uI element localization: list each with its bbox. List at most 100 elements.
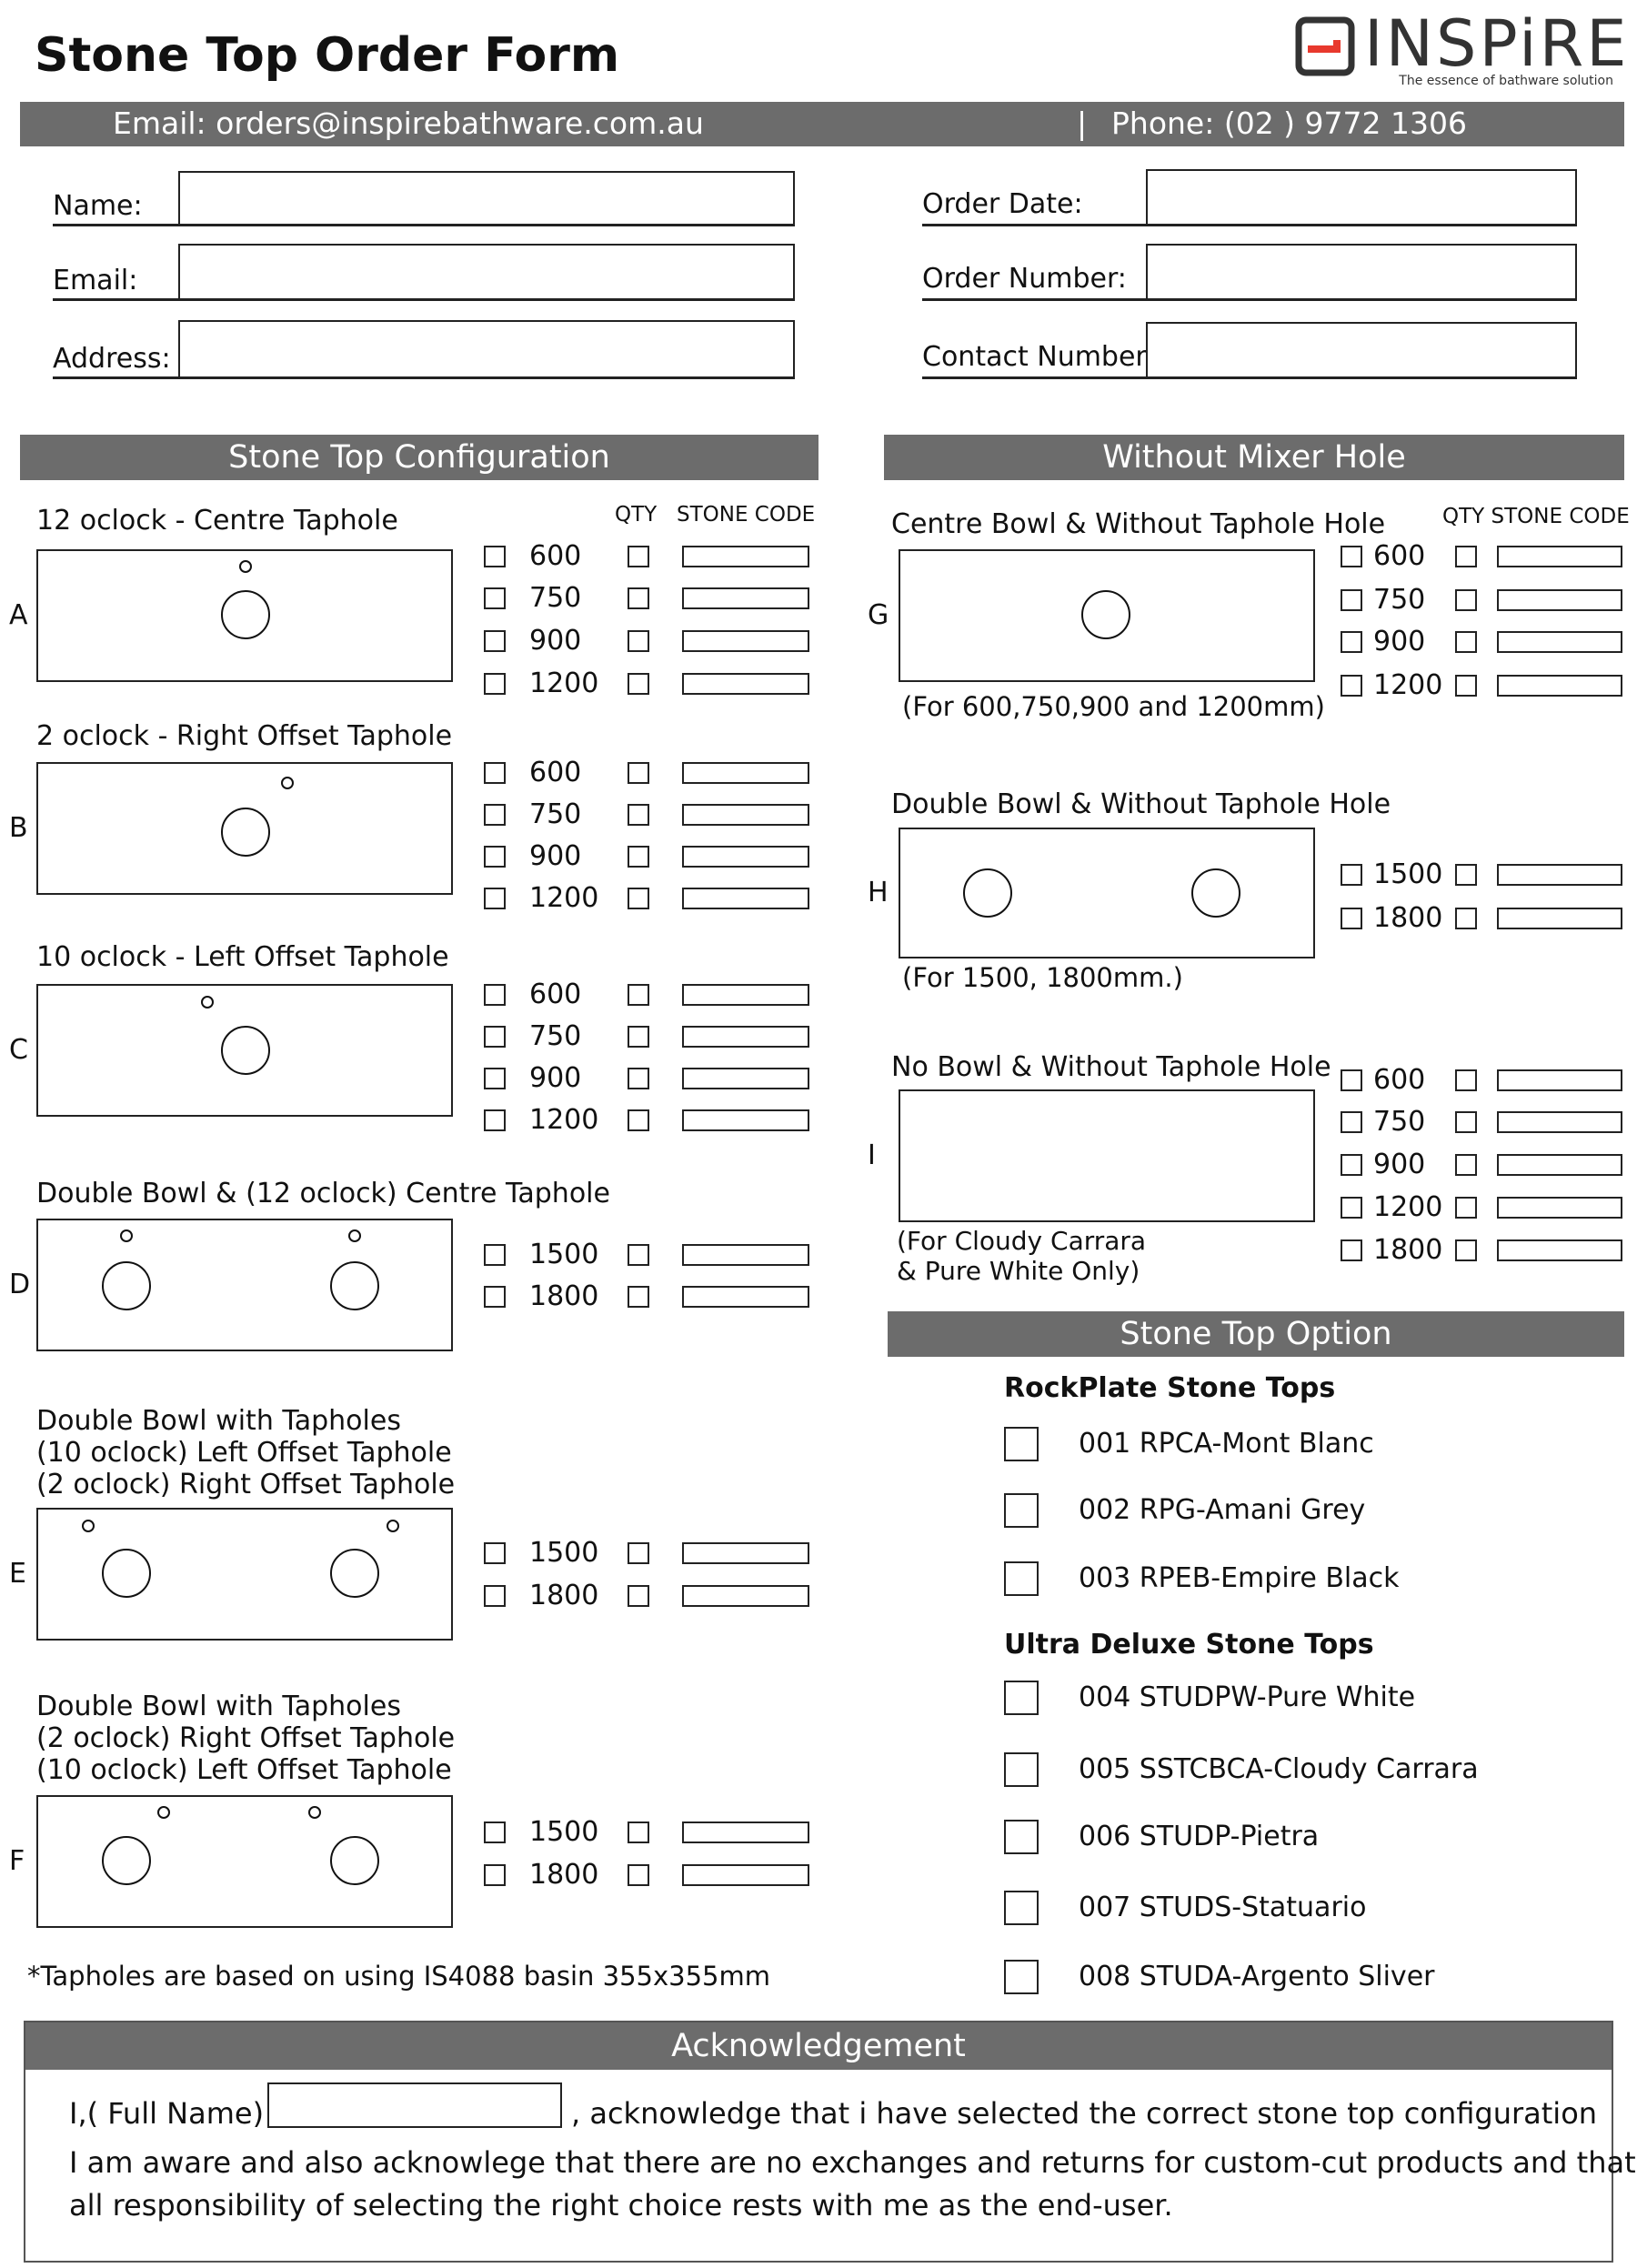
- no-mixer-i-size-1200-stone-code[interactable]: [1497, 1197, 1622, 1219]
- no-mixer-g-size-1200-stone-code[interactable]: [1497, 675, 1622, 697]
- config-b-size-750-stone-code[interactable]: [682, 804, 809, 826]
- no-mixer-i-size-1200-qty[interactable]: [1455, 1197, 1477, 1219]
- config-d-size-1500-checkbox[interactable]: [484, 1244, 506, 1266]
- config-b-size-900-qty[interactable]: [628, 846, 649, 868]
- config-b-size-900-checkbox[interactable]: [484, 846, 506, 868]
- config-e-size-1500-qty[interactable]: [628, 1542, 649, 1564]
- no-mixer-h-size-1500-qty[interactable]: [1455, 864, 1477, 886]
- config-c-size-750-qty[interactable]: [628, 1026, 649, 1048]
- stone-option-checkbox[interactable]: [1004, 1427, 1039, 1461]
- no-mixer-i-size-600-qty[interactable]: [1455, 1069, 1477, 1091]
- config-d-size-1800-checkbox[interactable]: [484, 1286, 506, 1308]
- no-mixer-i-size-750-qty[interactable]: [1455, 1111, 1477, 1133]
- no-mixer-h-size-1800-qty[interactable]: [1455, 908, 1477, 929]
- config-e-size-1800-qty[interactable]: [628, 1585, 649, 1607]
- config-c-size-600-checkbox[interactable]: [484, 984, 506, 1006]
- config-c-size-750-checkbox[interactable]: [484, 1026, 506, 1048]
- config-f-size-1500-checkbox[interactable]: [484, 1821, 506, 1843]
- config-b-size-1200-stone-code[interactable]: [682, 888, 809, 909]
- no-mixer-i-size-1200-checkbox[interactable]: [1341, 1197, 1362, 1219]
- no-mixer-i-size-750-stone-code[interactable]: [1497, 1111, 1622, 1133]
- name-input[interactable]: [178, 171, 795, 224]
- config-b-size-1200-qty[interactable]: [628, 888, 649, 909]
- config-c-size-750-stone-code[interactable]: [682, 1026, 809, 1048]
- config-f-size-1500-qty[interactable]: [628, 1821, 649, 1843]
- config-f-size-1500-stone-code[interactable]: [682, 1821, 809, 1843]
- no-mixer-i-size-750-checkbox[interactable]: [1341, 1111, 1362, 1133]
- config-c-size-1200-qty[interactable]: [628, 1109, 649, 1131]
- config-b-size-600-checkbox[interactable]: [484, 762, 506, 784]
- config-d-size-1500-stone-code[interactable]: [682, 1244, 809, 1266]
- config-a-size-600-qty[interactable]: [628, 546, 649, 567]
- config-b-size-600-stone-code[interactable]: [682, 762, 809, 784]
- config-e-size-1800-stone-code[interactable]: [682, 1585, 809, 1607]
- config-c-size-1200-checkbox[interactable]: [484, 1109, 506, 1131]
- stone-option-checkbox[interactable]: [1004, 1561, 1039, 1596]
- config-b-size-900-stone-code[interactable]: [682, 846, 809, 868]
- no-mixer-g-size-750-checkbox[interactable]: [1341, 589, 1362, 611]
- no-mixer-g-size-1200-checkbox[interactable]: [1341, 675, 1362, 697]
- config-b-size-600-qty[interactable]: [628, 762, 649, 784]
- no-mixer-i-size-1800-qty[interactable]: [1455, 1239, 1477, 1261]
- no-mixer-g-size-600-checkbox[interactable]: [1341, 546, 1362, 567]
- config-f-size-1800-checkbox[interactable]: [484, 1864, 506, 1886]
- config-a-size-600-stone-code[interactable]: [682, 546, 809, 567]
- no-mixer-i-size-600-checkbox[interactable]: [1341, 1069, 1362, 1091]
- no-mixer-g-size-600-stone-code[interactable]: [1497, 546, 1622, 567]
- config-b-size-750-checkbox[interactable]: [484, 804, 506, 826]
- no-mixer-i-size-600-stone-code[interactable]: [1497, 1069, 1622, 1091]
- config-a-size-750-stone-code[interactable]: [682, 587, 809, 609]
- order-number-input[interactable]: [1146, 244, 1577, 298]
- no-mixer-h-size-1800-checkbox[interactable]: [1341, 908, 1362, 929]
- config-a-size-900-checkbox[interactable]: [484, 630, 506, 652]
- config-a-size-750-checkbox[interactable]: [484, 587, 506, 609]
- config-a-size-1200-qty[interactable]: [628, 673, 649, 695]
- stone-option-checkbox[interactable]: [1004, 1820, 1039, 1854]
- config-c-size-600-stone-code[interactable]: [682, 984, 809, 1006]
- config-d-size-1800-stone-code[interactable]: [682, 1286, 809, 1308]
- config-c-size-900-qty[interactable]: [628, 1068, 649, 1089]
- no-mixer-g-size-900-stone-code[interactable]: [1497, 631, 1622, 653]
- config-f-size-1800-qty[interactable]: [628, 1864, 649, 1886]
- config-a-size-600-checkbox[interactable]: [484, 546, 506, 567]
- config-b-size-1200-checkbox[interactable]: [484, 888, 506, 909]
- contact-phone[interactable]: Phone: (02 ) 9772 1306: [1111, 105, 1468, 141]
- no-mixer-g-size-900-checkbox[interactable]: [1341, 631, 1362, 653]
- stone-option-checkbox[interactable]: [1004, 1681, 1039, 1715]
- config-d-size-1500-qty[interactable]: [628, 1244, 649, 1266]
- email-input[interactable]: [178, 244, 795, 298]
- no-mixer-i-size-1800-stone-code[interactable]: [1497, 1239, 1622, 1261]
- no-mixer-i-size-1800-checkbox[interactable]: [1341, 1239, 1362, 1261]
- contact-email[interactable]: Email: orders@inspirebathware.com.au: [113, 105, 704, 141]
- order-date-input[interactable]: [1146, 169, 1577, 224]
- no-mixer-i-size-900-stone-code[interactable]: [1497, 1154, 1622, 1176]
- no-mixer-i-size-900-checkbox[interactable]: [1341, 1154, 1362, 1176]
- no-mixer-g-size-900-qty[interactable]: [1455, 631, 1477, 653]
- config-f-size-1800-stone-code[interactable]: [682, 1864, 809, 1886]
- config-a-size-900-stone-code[interactable]: [682, 630, 809, 652]
- address-input[interactable]: [178, 320, 795, 376]
- config-a-size-1200-stone-code[interactable]: [682, 673, 809, 695]
- no-mixer-g-size-600-qty[interactable]: [1455, 546, 1477, 567]
- contact-number-input[interactable]: [1146, 322, 1577, 376]
- config-c-size-900-stone-code[interactable]: [682, 1068, 809, 1089]
- config-a-size-750-qty[interactable]: [628, 587, 649, 609]
- no-mixer-g-size-750-qty[interactable]: [1455, 589, 1477, 611]
- config-a-size-1200-checkbox[interactable]: [484, 673, 506, 695]
- no-mixer-i-size-900-qty[interactable]: [1455, 1154, 1477, 1176]
- config-c-size-600-qty[interactable]: [628, 984, 649, 1006]
- stone-option-checkbox[interactable]: [1004, 1960, 1039, 1994]
- config-c-size-900-checkbox[interactable]: [484, 1068, 506, 1089]
- no-mixer-g-size-1200-qty[interactable]: [1455, 675, 1477, 697]
- stone-option-checkbox[interactable]: [1004, 1891, 1039, 1925]
- full-name-input[interactable]: [267, 2082, 562, 2128]
- config-b-size-750-qty[interactable]: [628, 804, 649, 826]
- no-mixer-h-size-1500-stone-code[interactable]: [1497, 864, 1622, 886]
- config-a-size-900-qty[interactable]: [628, 630, 649, 652]
- config-d-size-1800-qty[interactable]: [628, 1286, 649, 1308]
- stone-option-checkbox[interactable]: [1004, 1493, 1039, 1528]
- config-e-size-1500-checkbox[interactable]: [484, 1542, 506, 1564]
- no-mixer-g-size-750-stone-code[interactable]: [1497, 589, 1622, 611]
- stone-option-checkbox[interactable]: [1004, 1752, 1039, 1787]
- config-c-size-1200-stone-code[interactable]: [682, 1109, 809, 1131]
